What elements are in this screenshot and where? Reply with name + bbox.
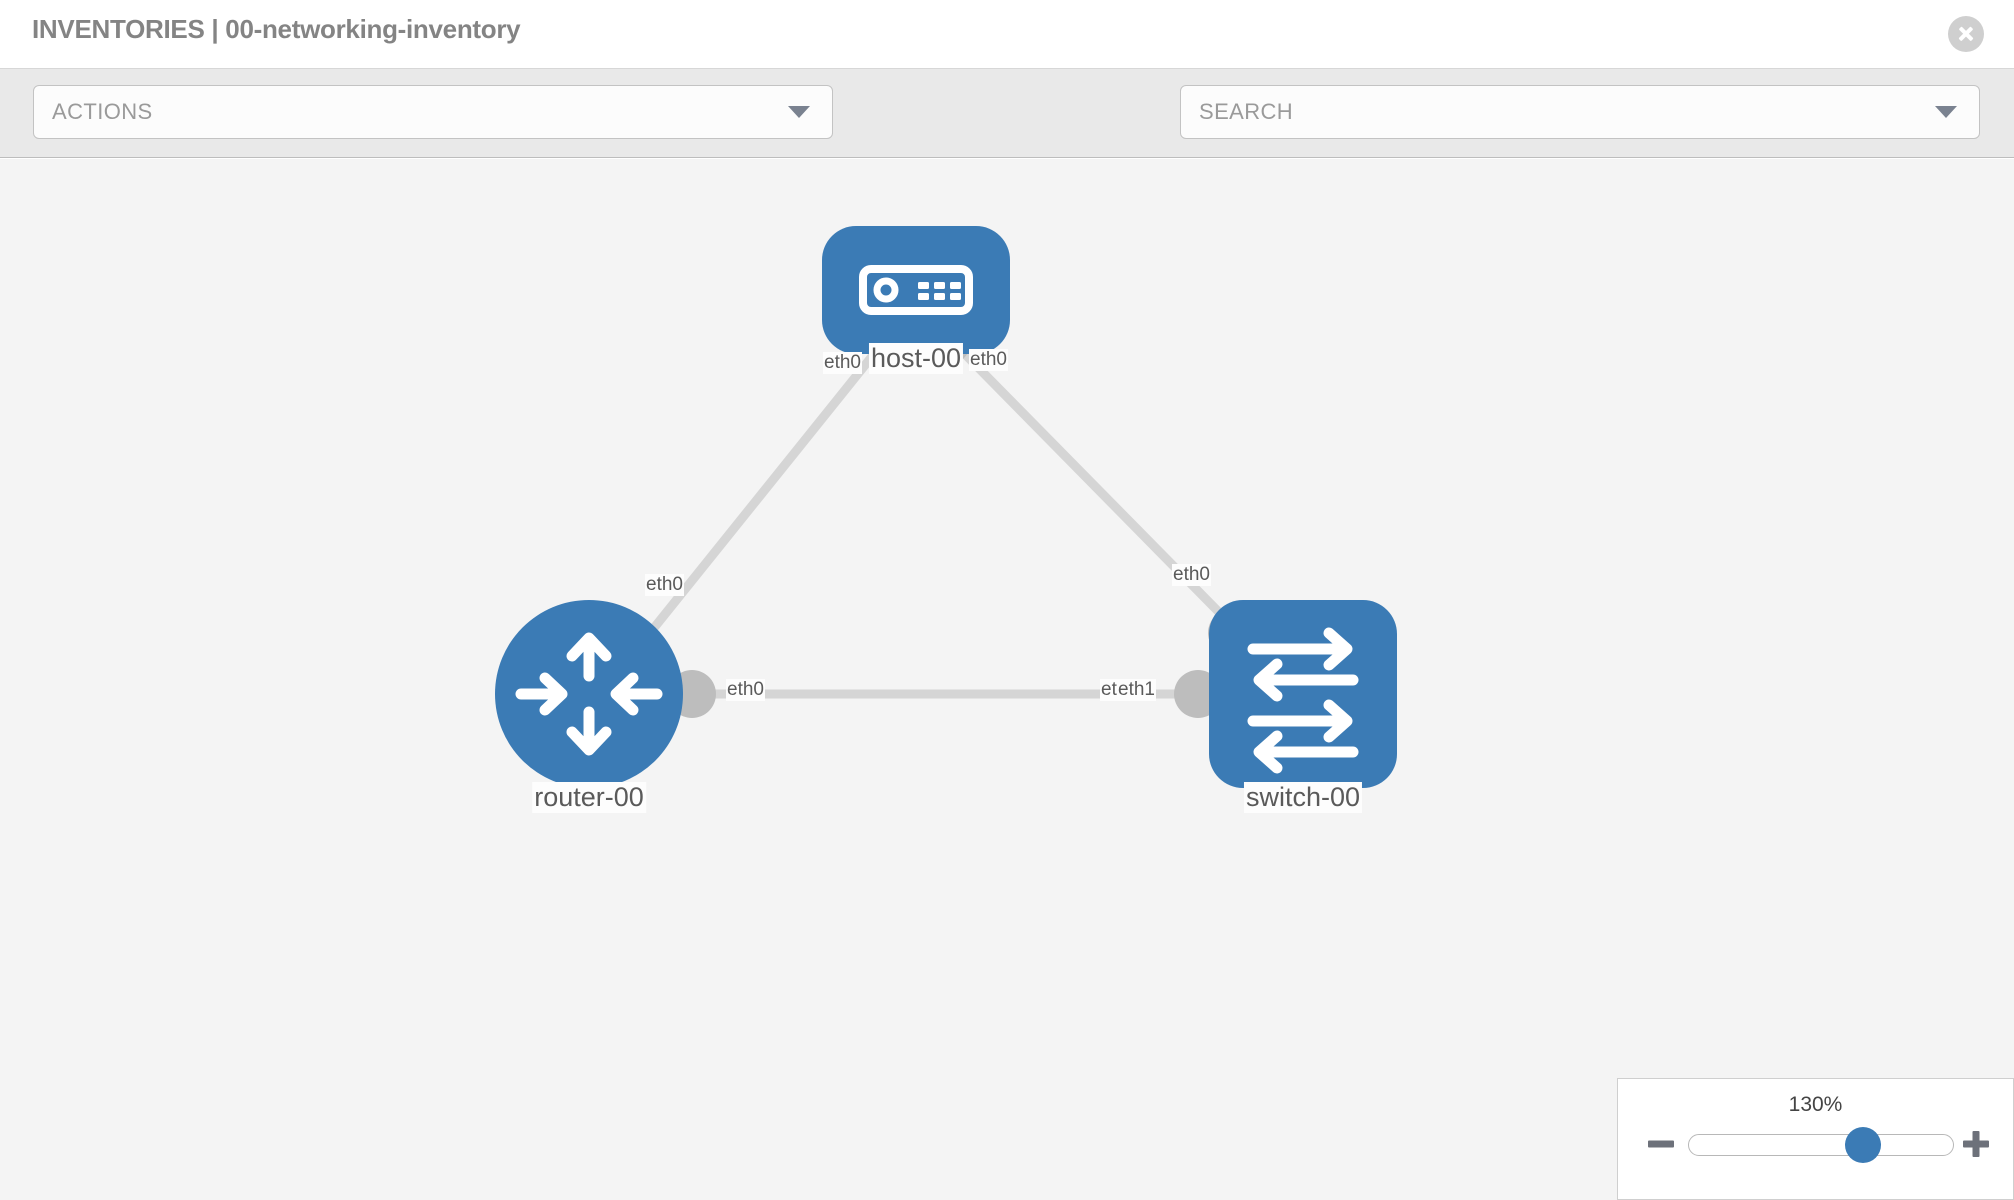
- iface-label: eth0: [969, 349, 1008, 371]
- toolbar: ACTIONS SEARCH: [0, 69, 2014, 195]
- iface-label: eth1: [1117, 679, 1156, 701]
- node-label-switch-00: switch-00: [1243, 782, 1363, 813]
- zoom-slider-thumb[interactable]: [1845, 1127, 1882, 1163]
- server-icon: [859, 265, 973, 315]
- search-input-placeholder: SEARCH: [1199, 99, 1294, 124]
- search-input[interactable]: SEARCH: [1180, 85, 1980, 139]
- edge-host-router: [621, 336, 890, 667]
- plus-icon[interactable]: [1959, 1127, 1993, 1161]
- node-label-host-00: host-00: [868, 343, 964, 374]
- topology-graph: [495, 226, 1397, 788]
- zoom-level-value: 130%: [1788, 1093, 1843, 1116]
- router-arrows-icon: [515, 632, 663, 756]
- node-label-router-00: router-00: [532, 782, 646, 813]
- iface-label: eth0: [726, 679, 765, 701]
- zoom-control-panel: 130%: [1617, 1078, 2014, 1200]
- iface-label: eth0: [645, 574, 684, 596]
- minus-icon[interactable]: [1644, 1127, 1678, 1161]
- topology-connectors: [668, 317, 1256, 718]
- topology-edges: [620, 335, 1270, 699]
- zoom-slider[interactable]: [1688, 1127, 1954, 1163]
- actions-dropdown-label: ACTIONS: [52, 99, 153, 124]
- edge-host-switch: [946, 335, 1269, 663]
- close-icon[interactable]: [1948, 16, 1984, 52]
- node-host-00: [822, 226, 1010, 354]
- actions-dropdown[interactable]: ACTIONS: [33, 85, 833, 139]
- page-title: INVENTORIES | 00-networking-inventory: [32, 14, 521, 44]
- iface-label: eth0: [1172, 564, 1211, 586]
- chevron-down-icon: [1935, 106, 1957, 118]
- switch-arrows-icon: [1247, 627, 1359, 774]
- page-header: INVENTORIES | 00-networking-inventory: [0, 0, 2014, 69]
- iface-label: eth0: [823, 352, 862, 374]
- node-switch-00: [1209, 600, 1397, 788]
- chevron-down-icon: [788, 106, 810, 118]
- topology-canvas[interactable]: eth0 eth0 eth0 eth0 eth0 eth eth1 host-0…: [0, 159, 2014, 1200]
- node-router-00: [495, 600, 683, 788]
